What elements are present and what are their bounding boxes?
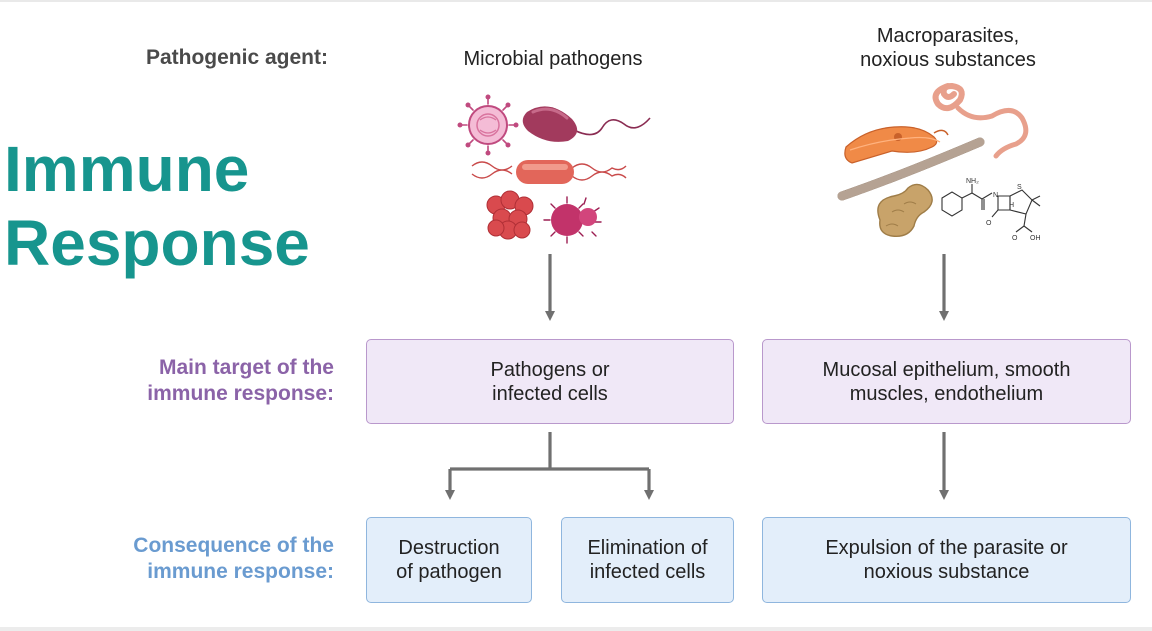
molecule-label-nh2: NH₂ (966, 178, 979, 185)
bottom-border (0, 627, 1152, 631)
molecule-label-o2: O (1012, 235, 1018, 242)
elimination-line-2: infected cells (589, 561, 706, 583)
main-target-line-1: Main target of the (158, 356, 334, 379)
destruction-line-2: of pathogen (396, 561, 502, 583)
main-target-line-2: immune response: (147, 382, 334, 405)
rod-bacterium-icon (471, 160, 627, 184)
molecule-label-o1: O (986, 220, 992, 227)
consequence-line-1: Consequence of the (133, 534, 334, 557)
molecule-label-s: S (1017, 184, 1022, 191)
column-header-macro: Macroparasites, noxious substances (800, 24, 1096, 72)
title-line-1: Immune (4, 133, 250, 205)
molecule-label-oh: OH (1030, 235, 1041, 242)
page-title: Immune Response (4, 132, 324, 280)
target-box-microbial: Pathogens or infected cells (366, 339, 734, 424)
peanut-icon (877, 183, 933, 237)
penicillin-molecule-icon (941, 184, 1041, 233)
top-border (0, 0, 1152, 2)
title-line-2: Response (4, 207, 310, 279)
target-macro-line-1: Mucosal epithelium, smooth (822, 358, 1071, 381)
consequence-box-expulsion: Expulsion of the parasite or noxious sub… (762, 517, 1131, 603)
destruction-line-1: Destruction (398, 537, 500, 559)
molecule-label-h: H (1009, 202, 1014, 209)
target-microbial-line-2: infected cells (492, 382, 608, 405)
elimination-line-1: Elimination of (587, 537, 708, 559)
column-header-microbial: Microbial pathogens (463, 48, 643, 70)
expulsion-line-2: noxious substance (863, 561, 1030, 583)
target-macro-line-2: muscles, endothelium (849, 382, 1044, 405)
trypanosome-icon (844, 126, 949, 164)
consequence-box-destruction: Destruction of pathogen (366, 517, 532, 603)
row-label-consequence: Consequence of the immune response: (60, 533, 334, 585)
row-label-pathogenic-agent: Pathogenic agent: (145, 46, 328, 69)
target-box-macro: Mucosal epithelium, smooth muscles, endo… (762, 339, 1131, 424)
expulsion-line-1: Expulsion of the parasite or (825, 537, 1068, 559)
cocci-cluster-icon (486, 190, 534, 240)
macro-header-line-2: noxious substances (860, 49, 1036, 71)
row-label-main-target: Main target of the immune response: (60, 355, 334, 407)
branch-connector (450, 432, 649, 471)
virus-icon (457, 94, 519, 156)
consequence-line-2: immune response: (147, 560, 334, 583)
roundworm-icon (932, 82, 1029, 159)
macro-header-line-1: Macroparasites, (876, 25, 1020, 47)
consequence-box-elimination: Elimination of infected cells (561, 517, 734, 603)
bacillus-icon (522, 106, 651, 142)
molecule-label-n: N (993, 192, 998, 199)
tapeworm-icon (837, 137, 985, 201)
spiky-coccus-icon (543, 196, 602, 244)
target-microbial-line-1: Pathogens or (490, 358, 610, 381)
